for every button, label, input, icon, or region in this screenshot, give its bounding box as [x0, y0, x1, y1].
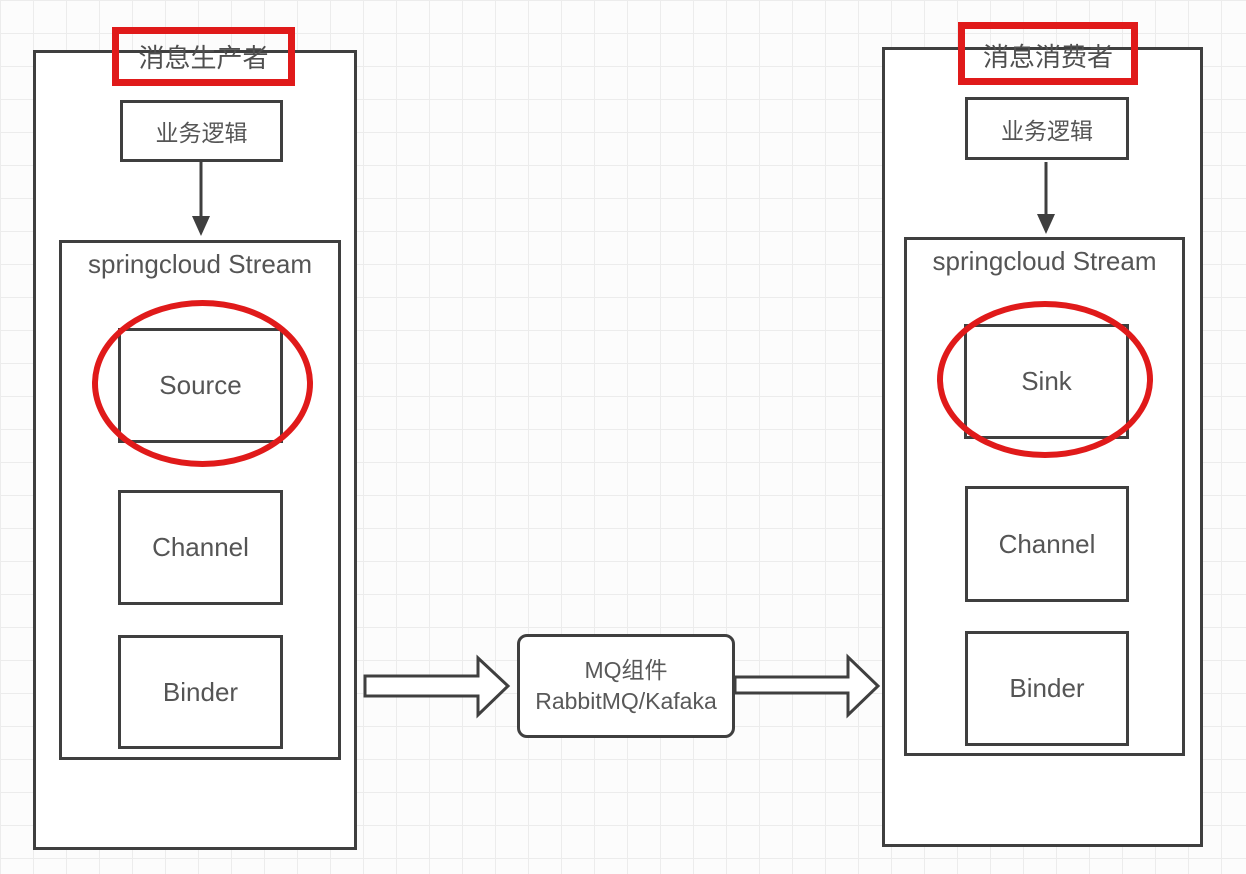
consumer-binder-label: Binder: [1009, 673, 1085, 703]
mq-component-box: MQ组件 RabbitMQ/Kafaka: [517, 634, 735, 738]
consumer-title: 消息消费者: [982, 42, 1113, 72]
producer-stream-title: springcloud Stream: [88, 249, 312, 279]
consumer-binder-box: Binder: [965, 631, 1129, 746]
producer-binder-box: Binder: [118, 635, 283, 749]
producer-binder-label: Binder: [162, 676, 239, 707]
consumer-down-arrow-icon: [1037, 162, 1055, 234]
mq-label-line1: MQ组件: [584, 656, 668, 683]
producer-down-arrow-icon: [192, 162, 210, 236]
producer-channel-label: Channel: [152, 532, 249, 562]
consumer-title-highlight-rect: 消息消费者: [958, 22, 1138, 85]
producer-channel-box: Channel: [118, 490, 283, 605]
producer-title: 消息生产者: [138, 43, 269, 73]
producer-business-logic-box: 业务逻辑: [120, 100, 283, 162]
producer-to-mq-arrow-icon: [363, 654, 511, 719]
mq-to-consumer-arrow-icon: [733, 653, 881, 719]
consumer-stream-title: springcloud Stream: [932, 246, 1157, 276]
producer-business-logic-label: 业务逻辑: [155, 120, 248, 146]
producer-source-highlight-ellipse: [92, 300, 313, 467]
consumer-business-logic-box: 业务逻辑: [965, 97, 1129, 160]
consumer-channel-box: Channel: [965, 486, 1129, 602]
producer-title-highlight-rect: 消息生产者: [112, 27, 295, 86]
consumer-channel-label: Channel: [998, 528, 1096, 559]
consumer-business-logic-label: 业务逻辑: [1001, 117, 1093, 144]
consumer-sink-highlight-ellipse: [937, 301, 1153, 458]
mq-label-line2: RabbitMQ/Kafaka: [535, 688, 717, 714]
